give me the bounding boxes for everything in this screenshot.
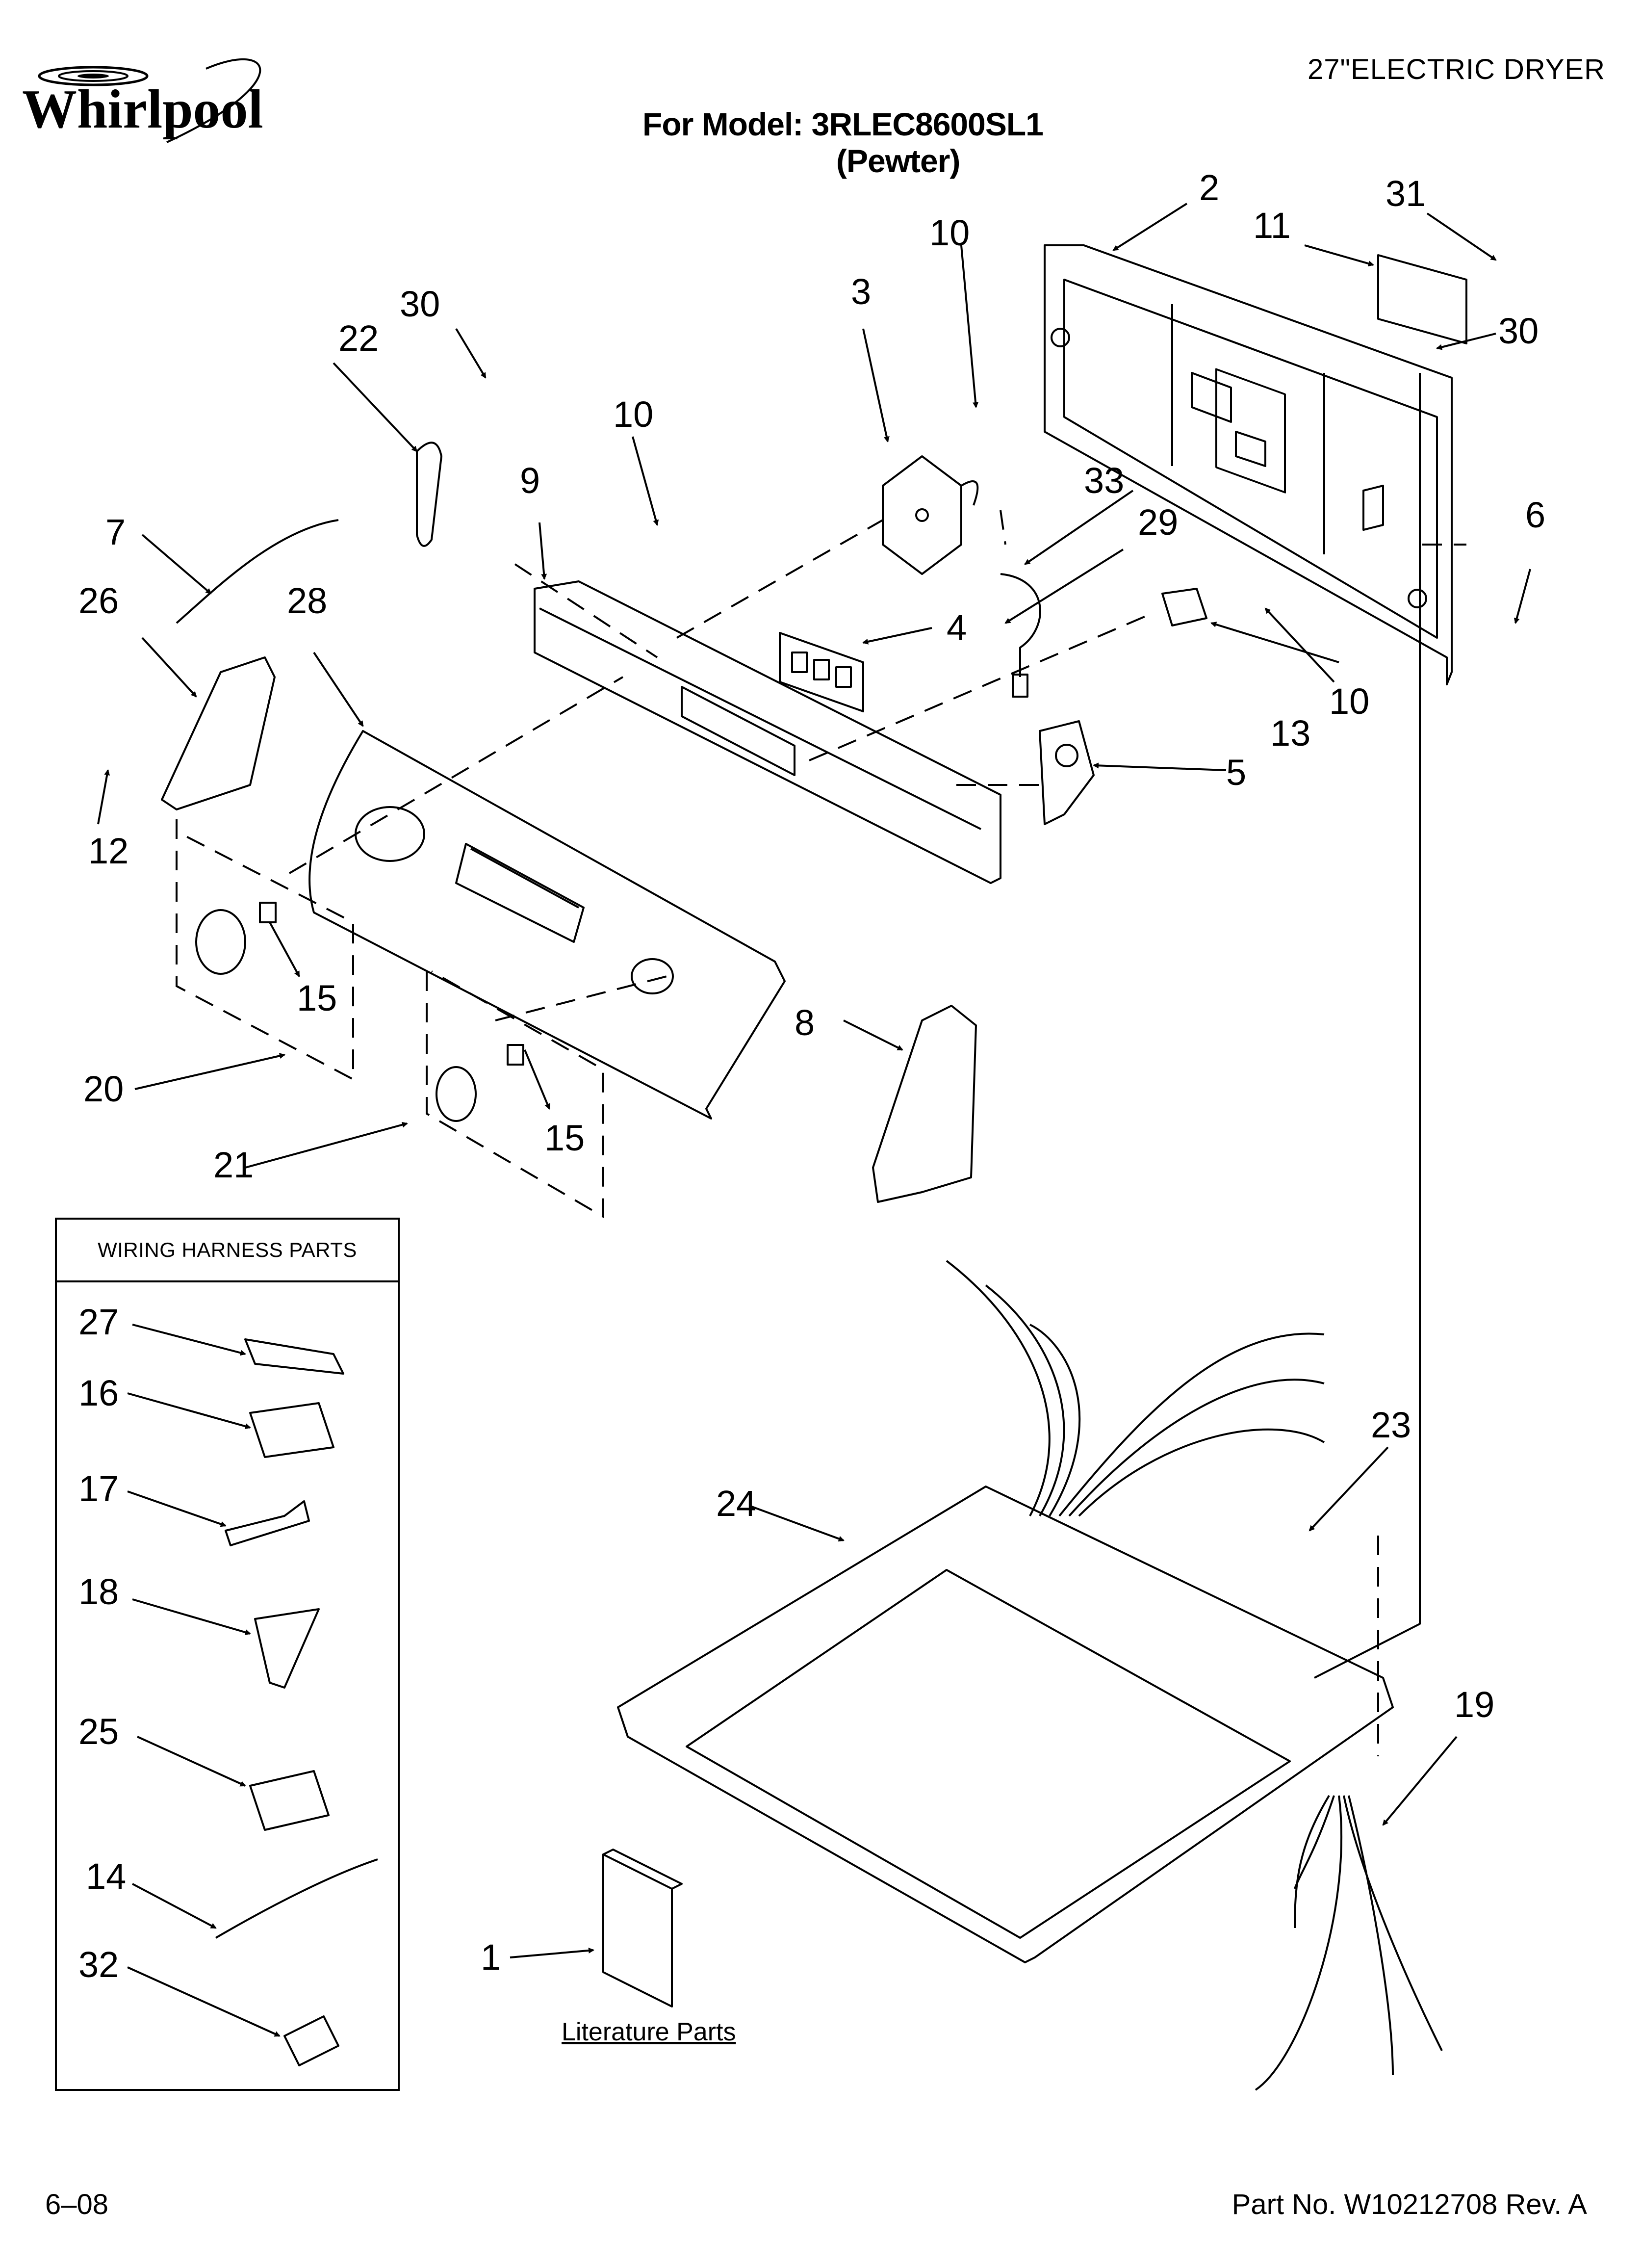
callout-10-top: 10 — [929, 212, 970, 253]
knob-timer — [195, 909, 246, 975]
callout-6: 6 — [1525, 495, 1545, 535]
callout-16: 16 — [78, 1373, 119, 1413]
callout-1: 1 — [481, 1937, 501, 1978]
harness-part-32 — [283, 2015, 339, 2066]
callout-12: 12 — [88, 831, 128, 871]
callout-31: 31 — [1385, 173, 1426, 214]
callout-13: 13 — [1270, 713, 1310, 754]
callout-26: 26 — [78, 580, 119, 621]
bracket — [1377, 254, 1467, 344]
callout-25: 25 — [78, 1711, 119, 1752]
console-front-panel — [308, 730, 786, 1120]
callout-19: 19 — [1454, 1684, 1494, 1725]
callout-20: 20 — [83, 1069, 124, 1109]
harness-part-18 — [254, 1608, 320, 1689]
console-rear-panel — [1044, 244, 1453, 685]
knob-cycle — [436, 1066, 477, 1122]
whirlpool-logo: Whirlpool — [22, 58, 263, 143]
harness-part-14 — [215, 1858, 378, 1939]
callout-14: 14 — [86, 1856, 126, 1897]
callout-30-right: 30 — [1498, 311, 1539, 351]
callout-24: 24 — [716, 1483, 756, 1524]
literature-pack — [602, 1853, 673, 2007]
footer-part-number: Part No. W10212708 Rev. A — [1232, 2189, 1587, 2220]
callout-23: 23 — [1371, 1405, 1411, 1445]
callout-5: 5 — [1226, 752, 1246, 793]
top-panel — [617, 1486, 1394, 1963]
footer-date: 6–08 — [45, 2189, 109, 2220]
literature-parts-label: Literature Parts — [562, 2018, 736, 2046]
callout-33: 33 — [1084, 460, 1124, 501]
harness-part-17 — [225, 1500, 310, 1546]
callout-18: 18 — [78, 1571, 119, 1612]
end-cap-right — [872, 1005, 977, 1203]
harness-part-25 — [249, 1770, 330, 1831]
document-title: 27"ELECTRIC DRYER — [1307, 53, 1605, 85]
encoder-mount — [1039, 720, 1095, 825]
callout-11: 11 — [1253, 205, 1291, 246]
harness-bracket — [416, 442, 442, 547]
callout-2: 2 — [1199, 167, 1219, 208]
callout-3: 3 — [851, 271, 871, 312]
jumper-wire — [176, 519, 339, 624]
end-cap-left — [161, 656, 276, 810]
harness-part-16 — [249, 1402, 334, 1458]
wiring-harness-parts-title: WIRING HARNESS PARTS — [98, 1238, 357, 1261]
wire-connector — [1000, 573, 1041, 677]
callout-17: 17 — [78, 1468, 119, 1509]
callout-30-left: 30 — [400, 284, 440, 324]
callout-9: 9 — [520, 460, 540, 501]
callout-7: 7 — [105, 512, 126, 552]
callout-28: 28 — [287, 580, 327, 621]
callout-10-left: 10 — [613, 394, 653, 435]
callout-8: 8 — [795, 1002, 815, 1043]
model-color: (Pewter) — [836, 143, 960, 179]
wiring-harness — [1343, 1795, 1443, 2051]
wiring-harness-parts-box: WIRING HARNESS PARTS — [55, 1218, 400, 2091]
control-switch — [882, 455, 979, 575]
callout-32: 32 — [78, 1944, 119, 1985]
callout-27: 27 — [78, 1302, 119, 1342]
callout-22: 22 — [338, 318, 379, 359]
harness-part-27 — [244, 1338, 344, 1375]
control-panel-frame — [534, 580, 1001, 884]
model-number: For Model: 3RLEC8600SL1 — [642, 106, 1044, 142]
callout-15-right: 15 — [544, 1118, 585, 1158]
switch-block — [779, 632, 864, 712]
callout-29: 29 — [1138, 502, 1178, 543]
callout-21: 21 — [213, 1145, 254, 1185]
callout-15-left: 15 — [297, 978, 337, 1018]
callout-4: 4 — [947, 607, 967, 648]
logo-wordmark: Whirlpool — [22, 79, 263, 140]
callout-10-right: 10 — [1329, 681, 1369, 722]
thermal-fuse — [1161, 588, 1207, 626]
